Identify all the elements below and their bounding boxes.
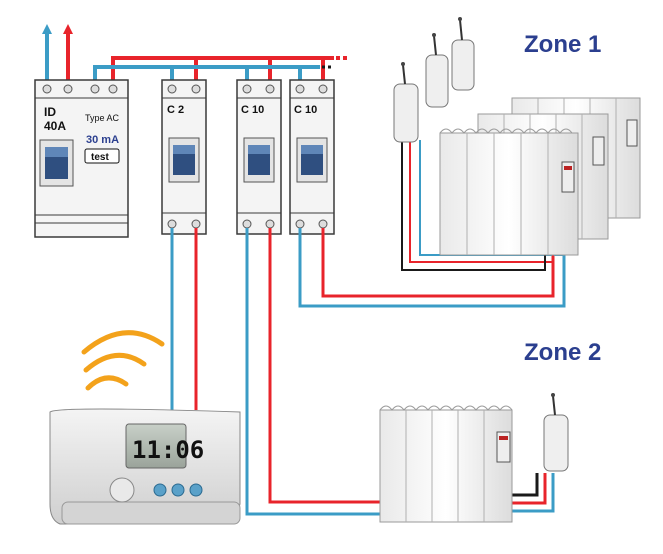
breaker-c10b-label: C 10 <box>294 104 317 116</box>
terminal-screws <box>42 84 118 94</box>
receiver-module <box>393 62 419 143</box>
breaker-c10-zone2: C 10 <box>236 79 282 235</box>
rcd-lever[interactable] <box>39 139 74 187</box>
thermostat-time: 11:06 <box>132 436 204 464</box>
breaker-c2-label: C 2 <box>167 104 184 116</box>
busbar-neutral <box>93 65 331 80</box>
main-rcd-breaker: ID 40A Type AC 30 mA test <box>34 79 129 238</box>
zone2-radiator <box>379 405 513 523</box>
test-button[interactable] <box>84 148 120 164</box>
thermostat-button-2[interactable] <box>171 483 185 497</box>
breaker-c10b-lever[interactable] <box>296 137 328 183</box>
thermostat-dial[interactable] <box>109 477 135 503</box>
thermostat-display <box>125 423 187 469</box>
zone2-wires <box>245 228 555 516</box>
breaker-c10a-lever[interactable] <box>243 137 275 183</box>
rcd-line1: ID <box>44 105 56 119</box>
thermostat-wires <box>170 228 198 410</box>
zone1-receivers <box>393 17 475 143</box>
rcd-line2: 40A <box>44 119 66 133</box>
breaker-c10-zone1: C 10 <box>289 79 335 235</box>
zone1-radiator-front <box>439 128 579 256</box>
zone1-title: Zone 1 <box>524 31 601 58</box>
breaker-c2-lever[interactable] <box>168 137 200 183</box>
supply-wires <box>42 24 73 80</box>
wireless-thermostat: 11:06 <box>49 408 241 525</box>
thermostat-button-1[interactable] <box>153 483 167 497</box>
zone2-title: Zone 2 <box>524 339 601 366</box>
breaker-c10a-label: C 10 <box>241 104 264 116</box>
rcd-type: Type AC <box>85 113 120 123</box>
receiver-module <box>425 33 449 108</box>
test-button-label: test <box>91 152 109 163</box>
thermostat-button-3[interactable] <box>189 483 203 497</box>
rcd-sensitivity: 30 mA <box>86 134 119 146</box>
zone2-receiver <box>543 393 569 472</box>
receiver-module <box>451 17 475 91</box>
breaker-c2: C 2 <box>161 79 207 235</box>
wifi-signal-icon <box>81 330 165 391</box>
